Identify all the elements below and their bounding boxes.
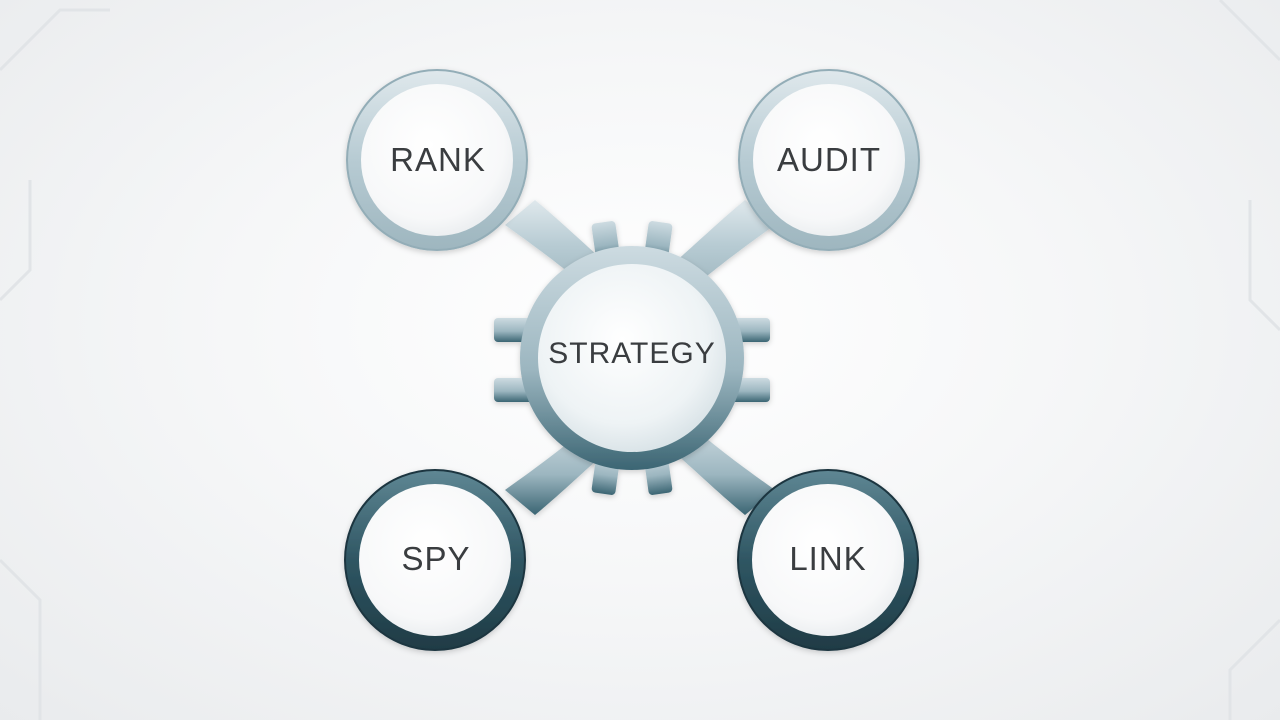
node-label-link: LINK [789,540,867,577]
rank-disc [361,84,513,236]
center-disc [538,264,726,452]
node-label-audit: AUDIT [777,141,881,178]
node-label-rank: RANK [390,141,486,178]
gear-icon [494,221,770,495]
spy-disc [359,484,511,636]
link-disc [752,484,904,636]
center-label: STRATEGY [548,337,716,370]
node-discs [359,84,905,636]
node-label-spy: SPY [401,540,471,577]
audit-disc [753,84,905,236]
